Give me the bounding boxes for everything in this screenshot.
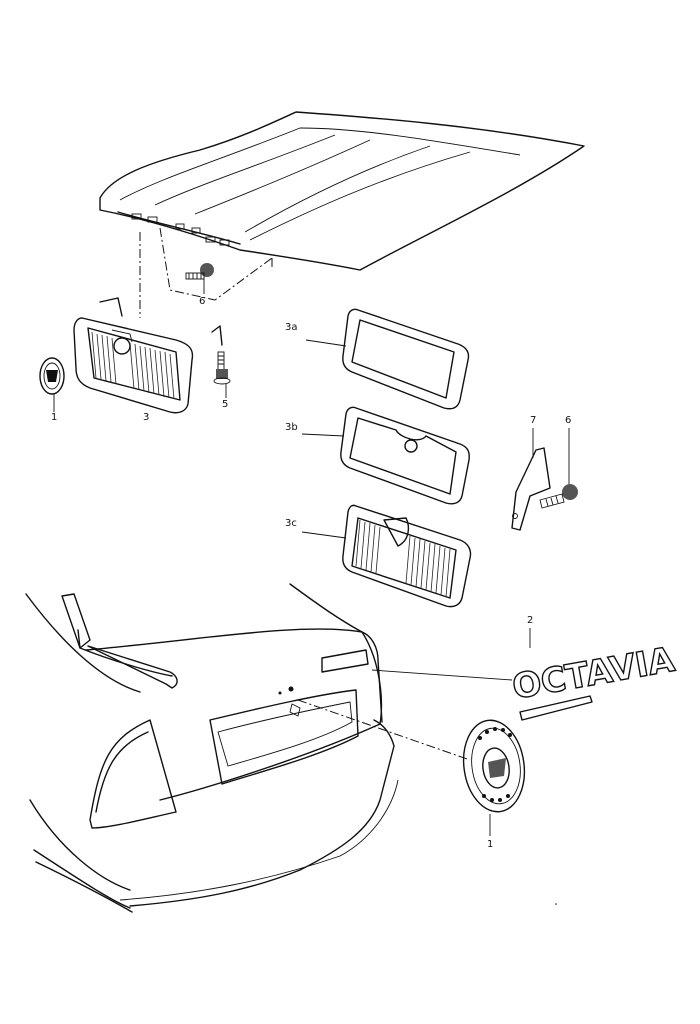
callout-7: 7 bbox=[530, 415, 536, 426]
screw-part-5 bbox=[213, 351, 231, 398]
badge-lettering: OCTAVIA bbox=[509, 640, 678, 708]
callout-6-right: 6 bbox=[565, 415, 571, 426]
hood bbox=[99, 111, 585, 271]
gasket-3b bbox=[301, 406, 470, 505]
emblem-right bbox=[462, 719, 526, 836]
callout-2: 2 bbox=[527, 615, 533, 626]
car-leader-lines bbox=[297, 669, 513, 761]
callout-6-top: 6 bbox=[199, 296, 205, 307]
octavia-badge: OCTAVIA bbox=[509, 628, 679, 721]
callout-1-right: 1 bbox=[487, 839, 493, 850]
hood-leader-lines bbox=[139, 227, 273, 318]
callout-labels: 1 3 5 6 3a 3b 3c 7 6 2 1 bbox=[51, 296, 571, 850]
callout-3b: 3b bbox=[285, 422, 298, 433]
screw-part-6-right bbox=[539, 428, 578, 509]
grille-insert-3c bbox=[301, 504, 472, 608]
emblem-left bbox=[39, 357, 65, 412]
screw-part-6-top bbox=[185, 263, 214, 294]
callout-5: 5 bbox=[222, 399, 228, 410]
bracket-part-7 bbox=[511, 428, 551, 531]
callout-3: 3 bbox=[143, 412, 149, 423]
callout-3c: 3c bbox=[285, 518, 297, 529]
gasket-3a bbox=[305, 308, 470, 410]
car-rear bbox=[25, 583, 399, 913]
insert-hatching bbox=[355, 519, 451, 598]
emblem-lettering bbox=[478, 727, 512, 802]
grille-hatching bbox=[91, 331, 175, 400]
grille-assembly bbox=[73, 297, 223, 414]
callout-3a: 3a bbox=[285, 322, 298, 333]
callout-1-left: 1 bbox=[51, 412, 57, 423]
